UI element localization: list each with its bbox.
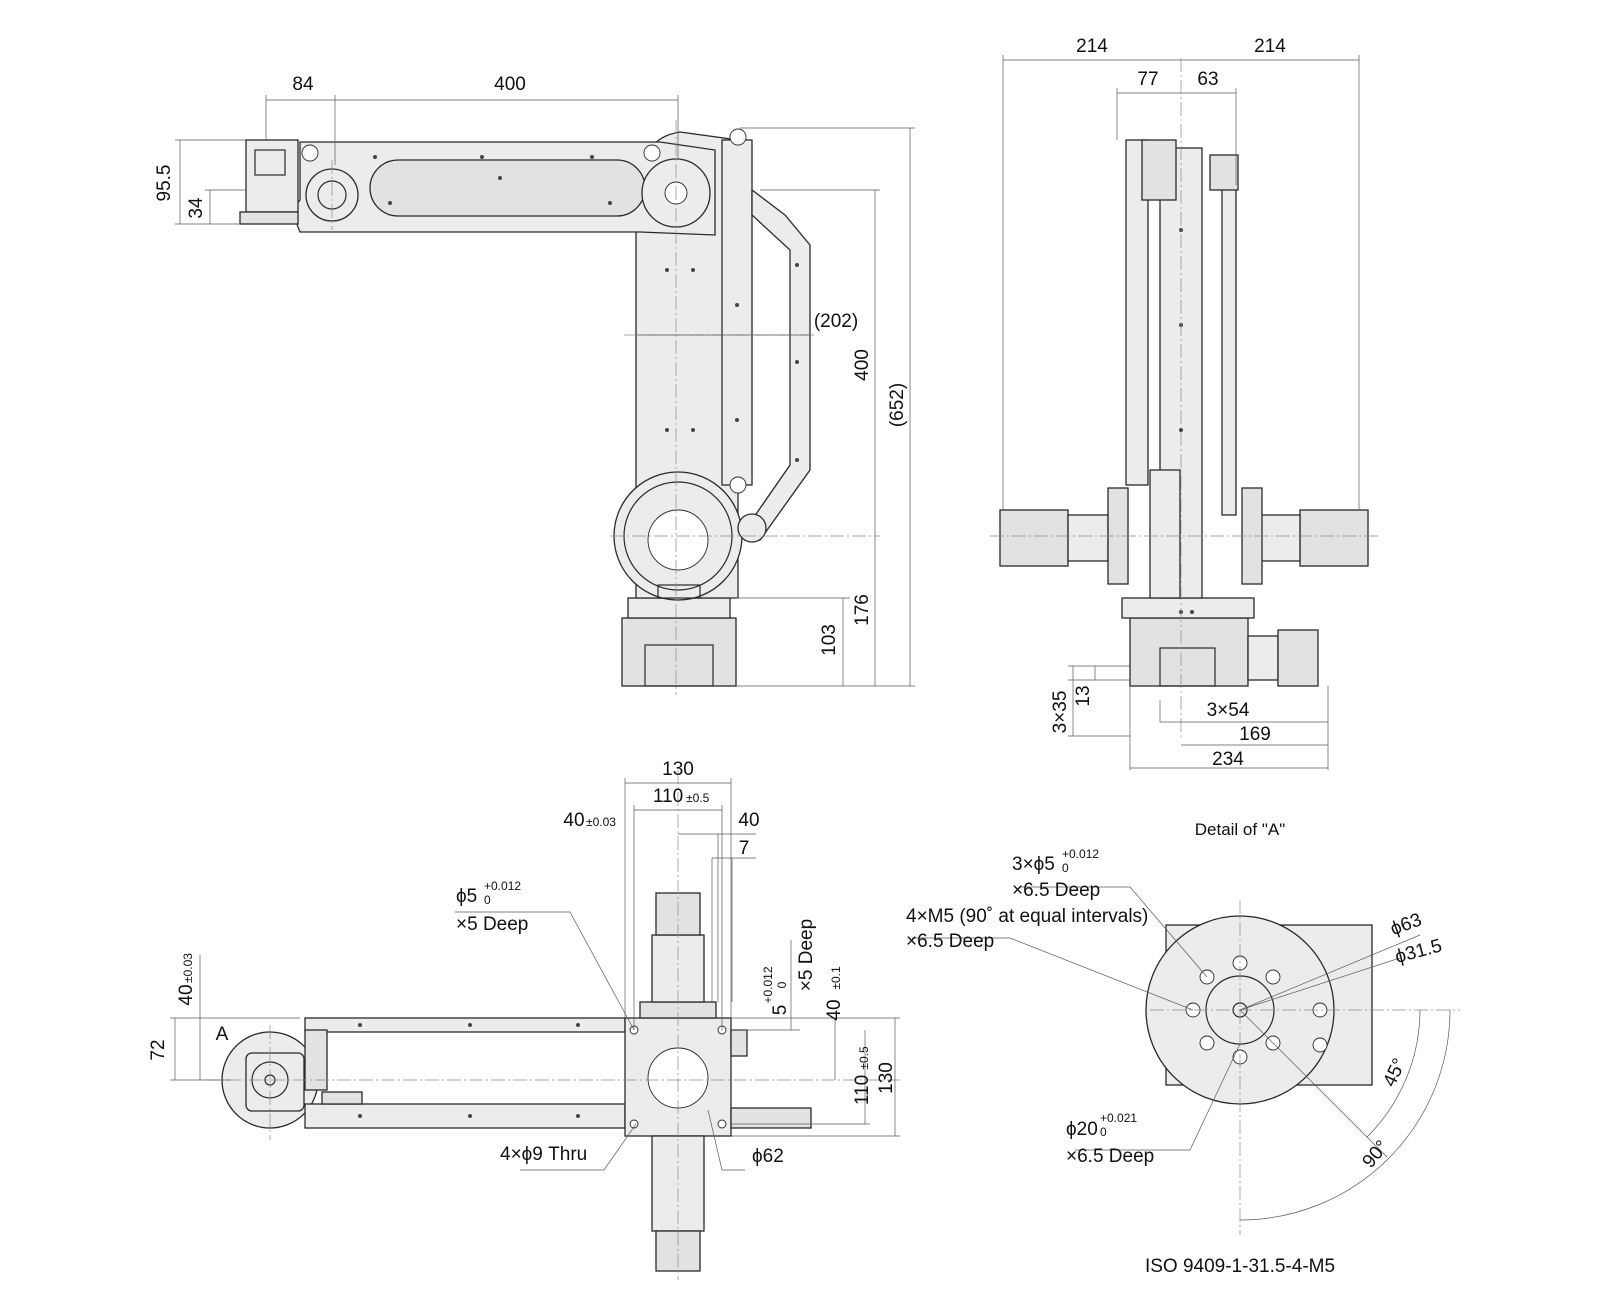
dim-5-lower-tol: 0 [775, 981, 789, 988]
dim-40-right-vertical-tol: ±0.1 [829, 966, 843, 990]
dim-110-tol: ±0.5 [686, 791, 710, 805]
phi62-callout: ϕ62 [752, 1146, 784, 1167]
center-bore-depth: ×6.5 Deep [1066, 1146, 1154, 1167]
dim-214-left: 214 [1076, 36, 1108, 57]
m5-depth: ×6.5 Deep [906, 931, 994, 952]
dim-103: 103 [819, 624, 840, 656]
dim-130-vertical: 130 [876, 1062, 897, 1094]
dim-40-right-vertical: 40 [824, 999, 845, 1020]
dim-63: 63 [1197, 69, 1218, 90]
detail-a-title: Detail of "A" [1195, 820, 1286, 839]
dim-5-upper-tol: +0.012 [761, 966, 775, 1003]
center-bore-callout: ϕ20 [1066, 1119, 1098, 1140]
dim-5-depth: ×5 Deep [796, 919, 817, 991]
thru-holes-callout: 4×ϕ9 Thru [500, 1144, 587, 1165]
dim-40-left: 40 [563, 810, 584, 831]
phi5-depth: ×5 Deep [456, 914, 528, 935]
center-bore-lower-tol: 0 [1100, 1125, 1107, 1139]
dim-40-right: 40 [738, 810, 759, 831]
dim-40-vertical-tol: ±0.03 [181, 953, 195, 983]
pin-hole-lower-tol: 0 [1062, 861, 1069, 875]
side-dots [373, 155, 799, 462]
phi5-lower-tol: 0 [484, 893, 491, 907]
angle-45: 45° [1379, 1055, 1410, 1090]
phi5-upper-tol: +0.012 [484, 879, 521, 893]
dim-214-right: 214 [1254, 36, 1286, 57]
center-bore-upper-tol: +0.021 [1100, 1111, 1137, 1125]
front-view: 214 214 77 63 3×35 13 3×54 169 234 [990, 36, 1380, 770]
pin-hole-upper-tol: +0.012 [1062, 847, 1099, 861]
detail-a: Detail of "A" 3×ϕ5 +0.012 0 ×6.5 D [906, 820, 1460, 1277]
pin-hole-depth: ×6.5 Deep [1012, 880, 1100, 901]
label-a: A [216, 1024, 229, 1045]
dim-3x35: 3×35 [1050, 691, 1071, 734]
dim-110-vertical-tol: ±0.5 [857, 1046, 871, 1070]
dim-176: 176 [852, 594, 873, 626]
dim-3x54: 3×54 [1207, 700, 1250, 721]
dim-34: 34 [186, 197, 207, 219]
dim-110: 110 [653, 786, 683, 807]
dim-95-5: 95.5 [154, 165, 175, 202]
phi31-5-label: ϕ31.5 [1393, 935, 1444, 968]
dim-72: 72 [148, 1039, 169, 1060]
top-view: 130 110 ±0.5 40 ±0.03 40 7 ϕ5 +0.012 0 ×… [148, 759, 900, 1280]
dim-40-vertical: 40 [176, 984, 197, 1005]
dim-40-left-tol: ±0.03 [586, 815, 616, 829]
phi5-callout: ϕ5 [456, 886, 477, 907]
dim-130-top: 130 [662, 759, 694, 780]
dim-400: 400 [494, 74, 526, 95]
dim-7: 7 [739, 838, 750, 859]
dim-84: 84 [292, 74, 314, 95]
dim-77: 77 [1137, 69, 1158, 90]
pin-hole-callout: 3×ϕ5 [1012, 854, 1055, 875]
dim-652: (652) [887, 383, 908, 427]
dim-5: 5 [770, 1005, 791, 1016]
m5-callout: 4×M5 (90˚ at equal intervals) [906, 906, 1148, 927]
iso-standard: ISO 9409-1-31.5-4-M5 [1145, 1256, 1335, 1277]
side-view: 84 400 95.5 34 (202) 400 (652) 176 103 [154, 74, 915, 695]
dim-13: 13 [1073, 685, 1094, 706]
dim-110-vertical: 110 [852, 1075, 873, 1105]
dim-400-vertical: 400 [852, 349, 873, 381]
dim-169: 169 [1239, 724, 1271, 745]
angle-90: 90° [1359, 1137, 1394, 1173]
dim-202: (202) [814, 311, 858, 332]
dim-234: 234 [1212, 749, 1244, 770]
